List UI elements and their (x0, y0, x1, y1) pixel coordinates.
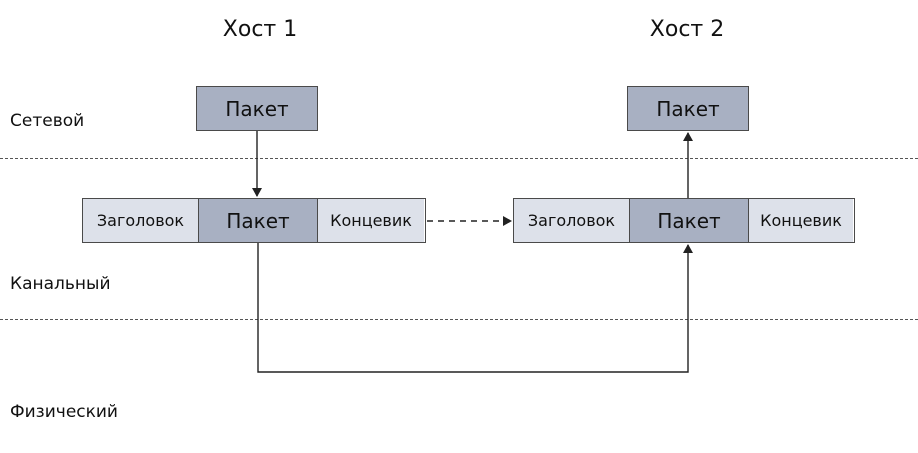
host-2-frame-payload: Пакет (629, 199, 749, 242)
host-1-frame-header: Заголовок (83, 199, 198, 242)
layer-separator-network-link (0, 158, 918, 159)
host-2-frame-trailer: Концевик (749, 199, 853, 242)
host-1-network-packet: Пакет (196, 86, 318, 131)
host-2-frame-header: Заголовок (514, 199, 629, 242)
layer-label-network: Сетевой (10, 111, 85, 131)
host-1-frame: Заголовок Пакет Концевик (82, 198, 426, 243)
host-1-frame-payload: Пакет (198, 199, 318, 242)
layer-label-link: Канальный (10, 274, 111, 294)
layer-label-physical: Физический (10, 402, 118, 422)
arrow-physical-path (257, 243, 693, 373)
host-1-frame-trailer: Концевик (318, 199, 424, 242)
host-2-frame: Заголовок Пакет Концевик (513, 198, 855, 243)
layer-separator-link-physical (0, 319, 918, 320)
host-2-network-packet: Пакет (627, 86, 749, 131)
host-1-title: Хост 1 (222, 17, 298, 42)
host-2-title: Хост 2 (649, 17, 725, 42)
